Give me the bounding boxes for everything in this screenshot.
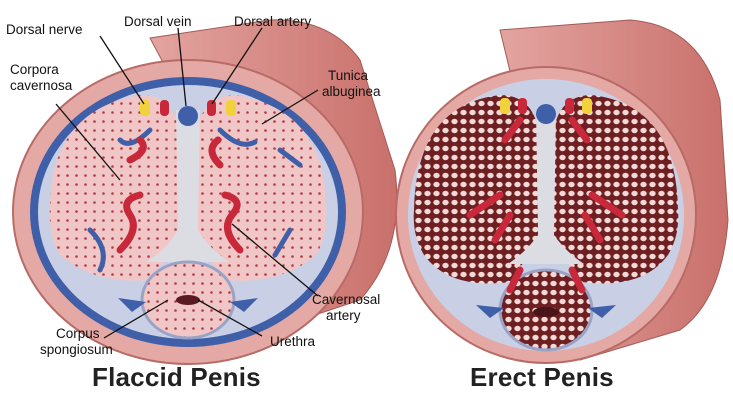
flaccid-dorsal-vein — [178, 106, 198, 126]
erect-urethra — [533, 307, 559, 317]
label-tunica-albuginea-line2: albuginea — [322, 84, 381, 99]
label-corpora-cavernosa-line1: Corpora — [10, 62, 59, 77]
label-dorsal-artery: Dorsal artery — [234, 14, 311, 29]
label-tunica-albuginea-line1: Tunica — [328, 68, 368, 83]
flaccid-urethra — [176, 295, 200, 305]
label-cavernosal-artery-line1: Cavernosal — [312, 292, 380, 307]
label-urethra: Urethra — [270, 334, 315, 349]
label-corpus-spongiosum-line1: Corpus — [56, 326, 100, 341]
label-dorsal-nerve: Dorsal nerve — [6, 22, 83, 37]
flaccid-dorsal-nerve-left — [140, 100, 150, 116]
label-corpora-cavernosa-line2: cavernosa — [10, 78, 72, 93]
caption-flaccid: Flaccid Penis — [92, 362, 261, 393]
label-corpus-spongiosum-line2: spongiosum — [40, 342, 113, 357]
caption-erect: Erect Penis — [470, 362, 614, 393]
label-cavernosal-artery-line2: artery — [326, 308, 361, 323]
erect-cross-section — [396, 20, 728, 363]
flaccid-dorsal-artery — [160, 100, 169, 116]
erect-dorsal-vein — [536, 104, 556, 124]
label-dorsal-vein: Dorsal vein — [124, 14, 192, 29]
